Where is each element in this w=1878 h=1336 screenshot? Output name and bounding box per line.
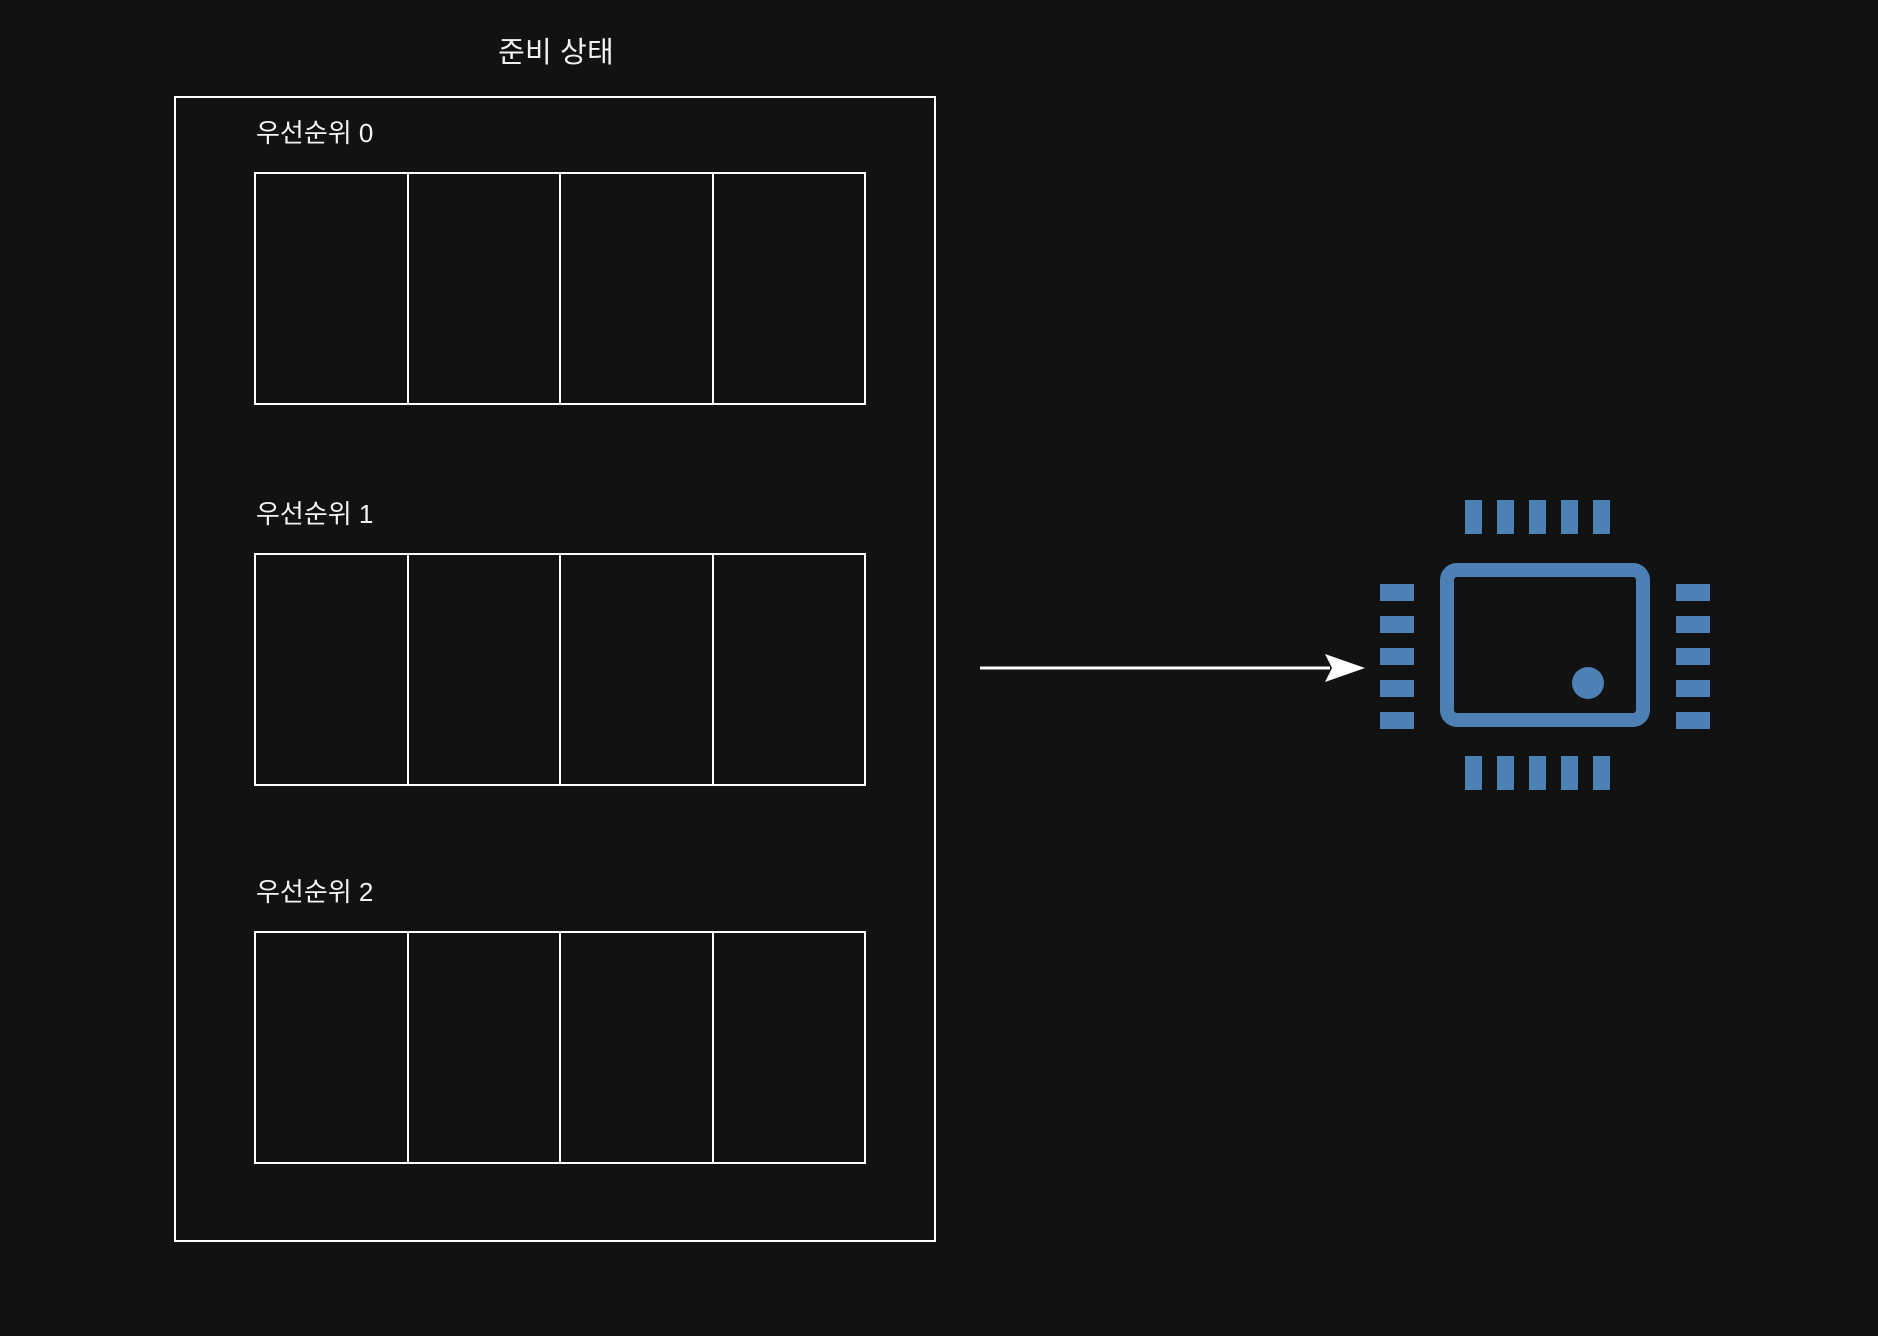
dispatch-arrow-icon bbox=[980, 654, 1365, 682]
queue-slot[interactable] bbox=[559, 553, 714, 786]
priority-label-1: 우선순위 1 bbox=[256, 499, 374, 529]
priority-group-1: 우선순위 1 bbox=[254, 499, 866, 786]
queue-slot[interactable] bbox=[711, 931, 866, 1164]
queue-slot[interactable] bbox=[254, 172, 409, 405]
ready-queue-container: 우선순위 0 우선순위 1 우선순위 2 bbox=[174, 96, 936, 1242]
slot-row-2 bbox=[254, 931, 866, 1164]
queue-slot[interactable] bbox=[559, 172, 714, 405]
priority-label-0: 우선순위 0 bbox=[256, 118, 374, 148]
slot-row-1 bbox=[254, 553, 866, 786]
queue-slot[interactable] bbox=[406, 172, 561, 405]
queue-slot[interactable] bbox=[711, 172, 866, 405]
queue-slot[interactable] bbox=[711, 553, 866, 786]
page-title: 준비 상태 bbox=[498, 37, 614, 69]
queue-slot[interactable] bbox=[406, 931, 561, 1164]
priority-group-2: 우선순위 2 bbox=[254, 877, 866, 1164]
queue-slot[interactable] bbox=[254, 931, 409, 1164]
slot-row-0 bbox=[254, 172, 866, 405]
queue-slot[interactable] bbox=[559, 931, 714, 1164]
priority-group-0: 우선순위 0 bbox=[254, 118, 866, 405]
priority-label-2: 우선순위 2 bbox=[256, 877, 374, 907]
queue-slot[interactable] bbox=[254, 553, 409, 786]
cpu-chip-icon bbox=[1380, 500, 1710, 790]
queue-slot[interactable] bbox=[406, 553, 561, 786]
